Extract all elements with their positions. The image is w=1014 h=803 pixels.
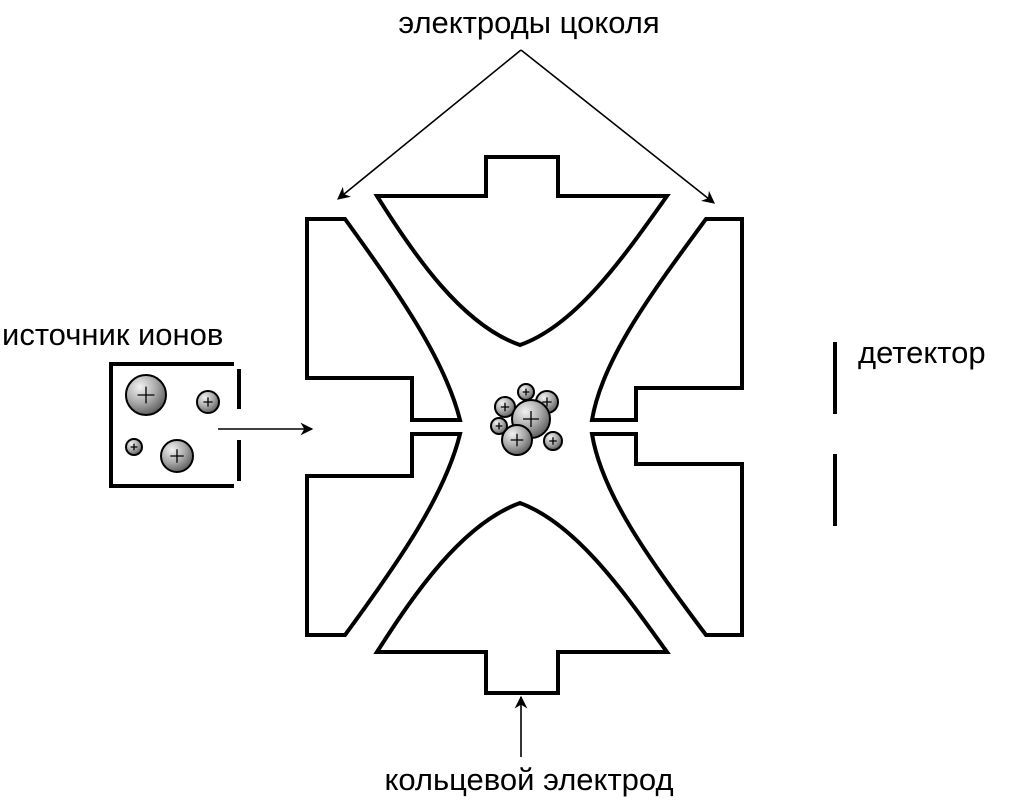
ion-small [543,431,563,451]
label-base-electrodes: электроды цоколя [398,5,659,40]
source-ions [125,374,220,473]
ring-electrode-left-lower [305,432,463,637]
ion-plus-icon [130,443,138,451]
ring-electrode-left-upper [305,217,463,422]
lower-end-cap-electrode [373,500,671,695]
pointer-left [337,49,522,200]
ion-small [517,383,535,401]
ion-plus-icon [500,402,510,412]
ion-plus-icon [137,386,155,404]
upper-end-cap-electrode [373,155,671,348]
trapped-ion-cloud [490,383,563,456]
ion-source [109,362,241,488]
ion-medium [160,439,194,473]
ring-electrode-right-upper [589,217,744,422]
ion-small [196,390,220,414]
base-electrode-pointers [337,49,716,204]
ring-electrode-right-lower [589,432,744,637]
ion-small [490,417,508,435]
ion-plus-icon [549,437,557,445]
ion-source-box [109,362,234,488]
ion-small [125,438,143,456]
ion-plus-icon [542,397,552,407]
label-detector: детектор [858,335,986,370]
ion-plus-icon [203,397,213,407]
ion-plus-icon [522,388,530,396]
ion-plus-icon [170,449,184,463]
pointer-right [520,49,716,204]
ion-plus-icon [495,422,503,430]
ion-plus-icon [510,433,524,447]
ion-medium [501,424,533,456]
ion-small [494,396,516,418]
label-ion-source: источник ионов [2,317,223,352]
ion-plus-icon [523,411,539,427]
ion-large [125,374,167,416]
label-ring-electrode: кольцевой электрод [384,762,673,797]
